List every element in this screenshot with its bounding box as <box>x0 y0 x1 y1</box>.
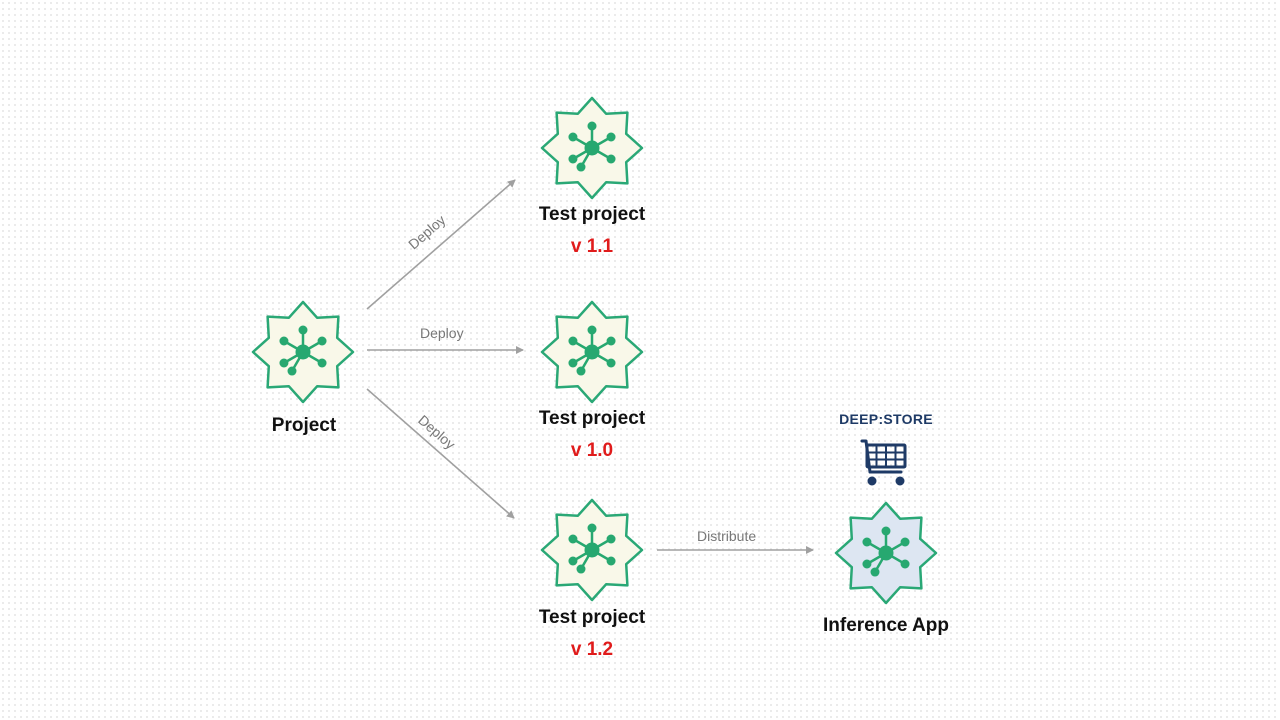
test-v10-label: Test project <box>538 408 646 429</box>
deploy-arrow-v12 <box>366 388 515 519</box>
deploy-v10-label: Deploy <box>420 325 464 341</box>
test-v11-version: v 1.1 <box>570 236 614 257</box>
project-neural-network-star-icon[interactable] <box>251 300 355 404</box>
project-label: Project <box>271 415 337 436</box>
deploy-arrow-v11 <box>366 179 516 310</box>
inference-app-neural-network-star-icon[interactable] <box>834 501 938 605</box>
test-v10-version: v 1.0 <box>570 440 614 461</box>
test-v12-neural-network-star-icon[interactable] <box>540 498 644 602</box>
distribute-label: Distribute <box>697 528 757 544</box>
test-v11-label: Test project <box>538 204 646 225</box>
test-v12-version: v 1.2 <box>570 639 614 660</box>
inference-app-label: Inference App <box>823 615 949 636</box>
shopping-cart-icon <box>860 439 907 486</box>
test-v10-neural-network-star-icon[interactable] <box>540 300 644 404</box>
store-name: DEEP:STORE <box>839 411 933 427</box>
test-v12-label: Test project <box>538 607 646 628</box>
test-v11-neural-network-star-icon[interactable] <box>540 96 644 200</box>
